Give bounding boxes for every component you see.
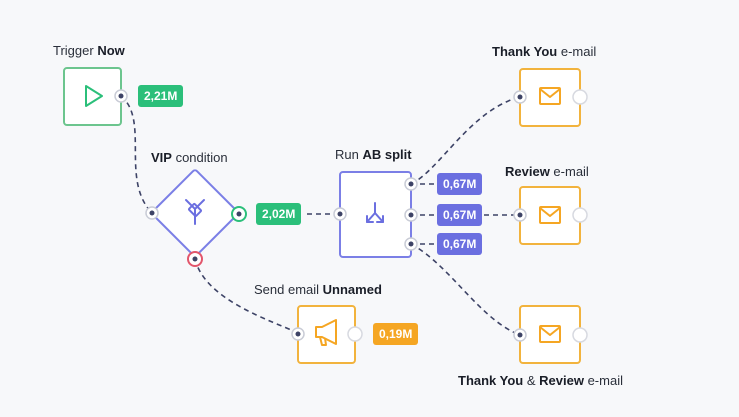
vip-condition-label: VIP condition bbox=[151, 150, 228, 165]
thank-you-email-node[interactable] bbox=[513, 68, 588, 127]
thank-you-email-label: Thank You e-mail bbox=[492, 44, 597, 59]
ab-split-label: Run AB split bbox=[335, 147, 412, 162]
vip-count-badge: 2,02M bbox=[256, 203, 302, 225]
connector-split-to-thankyou-review bbox=[410, 243, 521, 336]
trigger-label: Trigger Now bbox=[53, 43, 125, 58]
branch-icon bbox=[185, 199, 205, 225]
review-email-label: Review e-mail bbox=[505, 164, 589, 179]
split-count-badge-1: 0,67M bbox=[437, 173, 483, 195]
thank-you-output-port[interactable] bbox=[572, 89, 588, 105]
send-email-count-badge: 0,19M bbox=[373, 323, 419, 345]
trigger-node[interactable] bbox=[63, 67, 128, 126]
send-email-output-port[interactable] bbox=[347, 326, 363, 342]
thank-you-review-email-node[interactable] bbox=[513, 305, 588, 364]
review-output-port[interactable] bbox=[572, 207, 588, 223]
connector-vip-to-send bbox=[194, 258, 299, 334]
split-count-badge-2: 0,67M bbox=[437, 204, 483, 226]
connector-split-to-thankyou bbox=[410, 96, 521, 185]
megaphone-icon bbox=[315, 319, 337, 346]
send-email-node[interactable] bbox=[291, 305, 363, 364]
ab-split-node[interactable] bbox=[333, 171, 418, 258]
thank-you-review-output-port[interactable] bbox=[572, 327, 588, 343]
play-icon bbox=[85, 85, 103, 107]
envelope-icon bbox=[539, 325, 561, 343]
connector-trigger-to-vip bbox=[120, 95, 153, 214]
envelope-icon bbox=[539, 206, 561, 224]
vip-condition-node[interactable] bbox=[145, 169, 247, 267]
review-email-node[interactable] bbox=[513, 186, 588, 245]
trigger-count-badge: 2,21M bbox=[138, 85, 184, 107]
send-email-label: Send email Unnamed bbox=[254, 282, 382, 297]
split-arrows-icon bbox=[366, 202, 384, 223]
split-count-badge-3: 0,67M bbox=[437, 233, 483, 255]
envelope-icon bbox=[539, 87, 561, 105]
thank-you-review-email-label: Thank You & Review e-mail bbox=[458, 373, 623, 388]
